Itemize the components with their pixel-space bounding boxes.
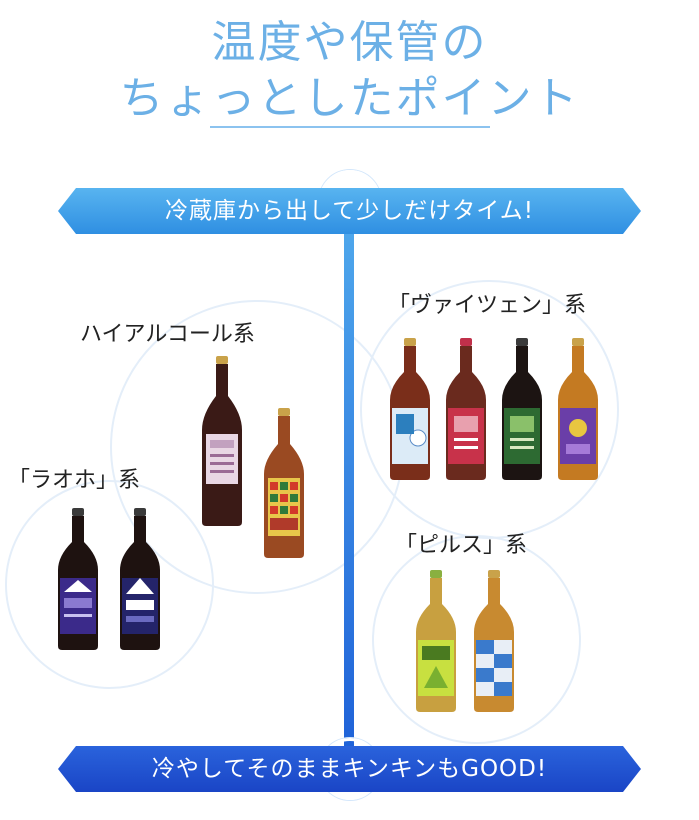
rauch-circle [5,480,214,689]
pils-circle [372,535,581,744]
top-banner-text: 冷蔵庫から出して少しだけタイム! [164,198,535,224]
bottle-rauch-1 [58,508,98,650]
category-pils: 「ピルス」系 [395,533,528,558]
bottom-banner-text: 冷やしてそのままキンキンもGOOD! [151,756,548,782]
bottle-weizen-4 [558,338,598,480]
bottle-rauch-2 [120,508,160,650]
category-weizen: 「ヴァイツェン」系 [388,293,587,318]
bottle-weizen-2 [446,338,486,480]
bottle-pils-1 [416,570,456,712]
bottom-banner-shape [58,746,641,792]
top-banner: 冷蔵庫から出して少しだけタイム! [0,188,699,234]
bottle-high-alcohol-2 [264,408,304,558]
timeline-spine [344,218,354,748]
page-title-line1: 温度や保管の [211,17,488,68]
title-divider [210,126,490,128]
page-title-line2: ちょっとしたポイント [119,73,580,124]
bottle-weizen-1 [390,338,430,480]
bottle-pils-2 [474,570,514,712]
bottle-weizen-3 [502,338,542,480]
bottle-high-alcohol-1 [202,356,242,526]
category-high-alcohol: ハイアルコール系 [80,322,255,347]
category-rauch: 「ラオホ」系 [8,468,141,493]
top-banner-shape [58,188,641,234]
bottom-banner: 冷やしてそのままキンキンもGOOD! [0,746,699,792]
